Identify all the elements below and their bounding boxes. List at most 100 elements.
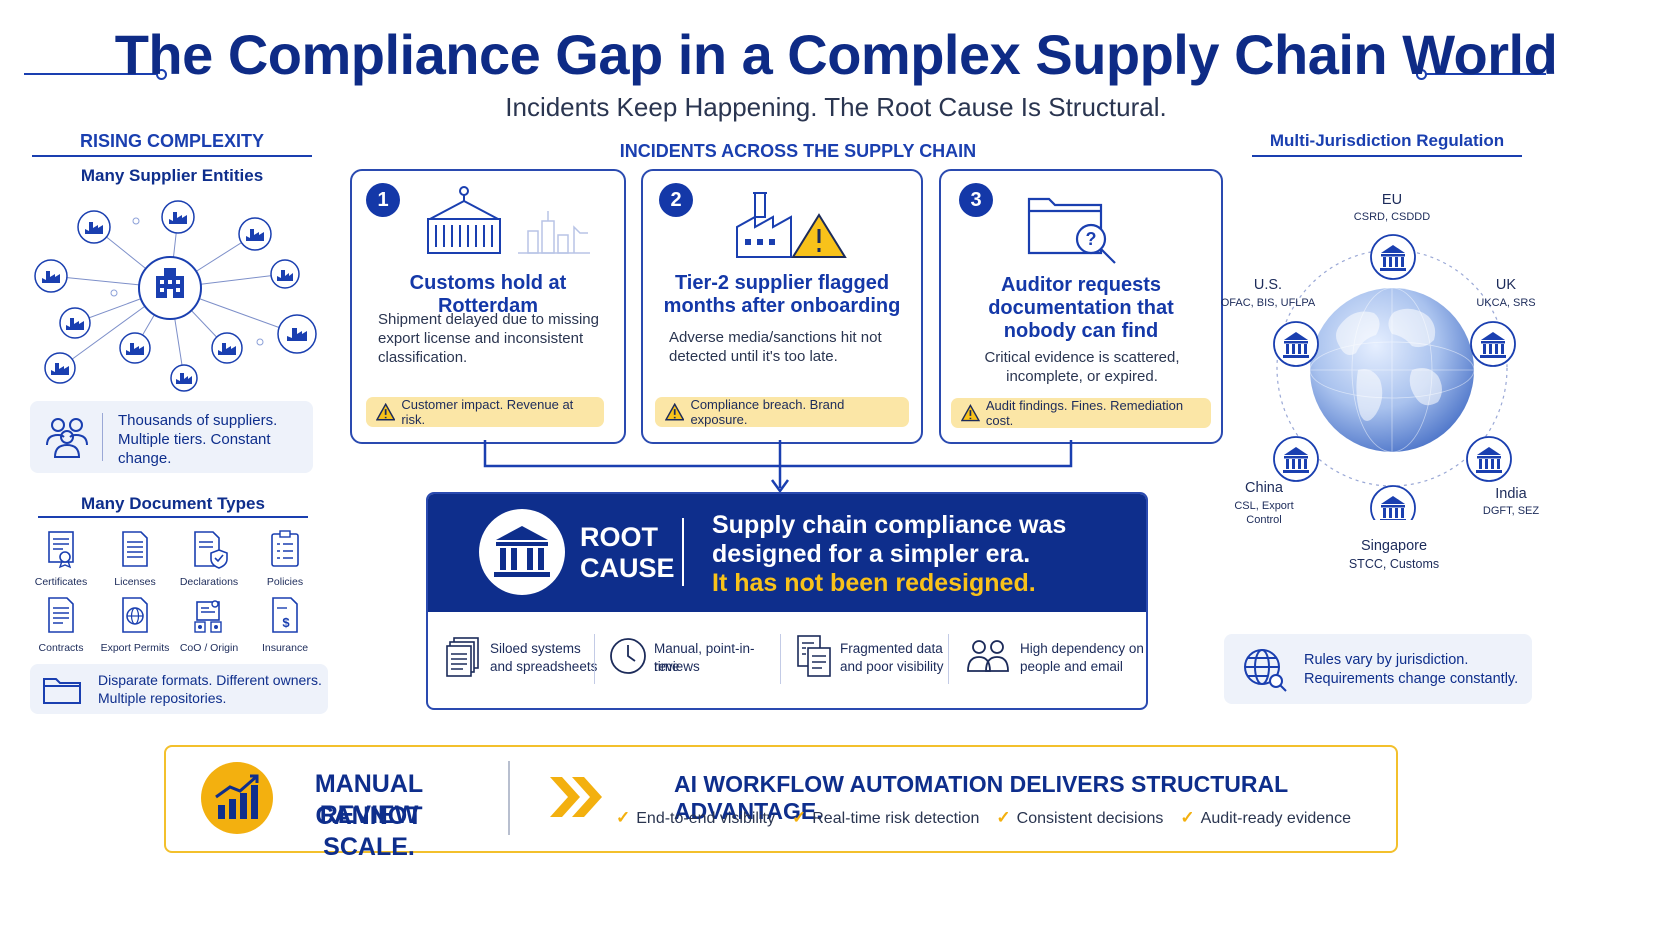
automation-headline: AI WORKFLOW AUTOMATION DELIVERS STRUCTUR… [674,771,1288,824]
benefit-item: ✓Real-time risk detection [791,808,980,827]
document-type-item: Contracts [16,594,106,656]
benefits-list: ✓End-to-end visibility ✓Real-time risk d… [616,808,1351,828]
root-factor-divider [594,634,595,684]
document-type-item: $ Insurance [240,594,330,656]
people-group-icon [46,418,88,458]
incidents-heading: INCIDENTS ACROSS THE SUPPLY CHAIN [619,141,977,161]
warning-icon [665,403,685,421]
document-type-item: Certificates [16,528,106,590]
jurisdiction-eu-regs: CSRD, CSDDD [1353,211,1431,223]
jurisdiction-globe-diagram [1273,234,1516,520]
rising-complexity-rule [32,155,312,157]
incident-text-1: Shipment delayed due to missing export l… [378,311,599,366]
document-type-item: Policies [240,528,330,590]
jurisdiction-us-regs: OFAC, BIS, UFLPA [1220,297,1316,309]
incident-text-2: Adverse media/sanctions hit not detected… [669,329,882,365]
benefit-item: ✓Consistent decisions [996,808,1164,827]
document-types-rule [38,516,308,518]
documents-note-text: Disparate formats. Different owners. Mul… [98,672,322,706]
document-type-label: Policies [266,576,304,588]
folder-search-icon: ? [1027,197,1116,264]
incident-number-1: 1 [366,183,400,217]
incident-impact-2: Compliance breach. Brand exposure. [655,397,909,427]
document-types-grid: Certificates Licenses Declarations Policies… [16,528,326,658]
jurisdiction-note-text: Rules vary by jurisdiction. Requirements… [1304,652,1519,687]
root-factor-4: High dependency on people and email [966,630,1144,686]
document-type-item: Declarations [164,528,254,590]
supplier-network-diagram [34,200,317,392]
warning-icon [376,403,396,421]
document-types-heading: Many Document Types [81,494,265,513]
check-icon: ✓ [791,808,807,827]
fragmented-data-icon [797,635,831,677]
root-factor-2-line2: reviews [654,659,700,674]
factory-warning-icon [736,192,847,258]
root-cause-statement-2: designed for a simpler era. [712,540,1031,568]
svg-text:?: ? [1086,229,1097,249]
incident-impact-text-1: Customer impact. Revenue at risk. [401,397,574,427]
double-chevron-icon [550,777,602,817]
warning-icon [961,404,980,422]
root-cause-label-1: ROOT [580,522,658,552]
jurisdiction-china-regs: CSL, Export Control [1234,500,1294,526]
document-type-label: Insurance [261,642,309,654]
document-type-label: Licenses [114,576,156,588]
incidents-to-root-connector [483,440,1073,494]
incident-impact-1: Customer impact. Revenue at risk. [366,397,604,427]
root-factor-4-line2: people and email [1020,659,1123,674]
jurisdiction-us-name: U.S. [1253,277,1283,293]
jurisdiction-singapore-regs: STCC, Customs [1348,557,1440,571]
document-type-item: CoO / Origin [164,594,254,656]
header-left-rule [24,73,160,75]
incident-card-2: 2 Tier-2 supplier flagged months after o… [641,169,923,444]
declaration-icon [194,531,228,569]
root-factor-4-line1: High dependency on [1020,641,1144,656]
incident-text-3: Critical evidence is scattered, incomple… [984,349,1180,385]
suppliers-note-text: Thousands of suppliers. Multiple tiers. … [118,412,278,467]
suppliers-note-divider [102,413,103,461]
root-factor-2: Manual, point-in-time reviews [608,630,778,686]
root-factor-1: Siloed systems and spreadsheets [442,630,598,686]
incident-card-3: 3 ? Auditor requests documentation that … [939,169,1223,444]
jurisdiction-note: Rules vary by jurisdiction. Requirements… [1224,634,1532,704]
header-left-rule-dot [156,69,167,80]
certificate-icon [48,531,74,569]
jurisdiction-uk-name: UK [1495,277,1517,293]
jurisdiction-india-name: India [1495,486,1527,502]
globe-search-icon [1244,649,1287,692]
jurisdiction-singapore-name: Singapore [1360,538,1428,554]
header-right-rule [1422,73,1546,75]
check-icon: ✓ [996,808,1011,827]
incident-title-3: Auditor requests documentation that nobo… [988,274,1174,342]
root-cause-header: ROOT CAUSE Supply chain compliance was d… [428,494,1146,612]
jurisdiction-heading: Multi-Jurisdiction Regulation [1269,131,1505,150]
root-cause-label-2: CAUSE [580,553,675,583]
root-factor-3-line2: and poor visibility [840,659,944,674]
jurisdiction-china-name: China [1245,480,1283,496]
document-type-label: Certificates [34,576,88,588]
root-cause-statement-1: Supply chain compliance was [712,511,1067,539]
check-icon: ✓ [616,808,631,827]
jurisdiction-uk-regs: UKCA, SRS [1476,297,1536,309]
document-type-label: Declarations [179,576,239,588]
people-icon [967,640,1009,672]
check-icon: ✓ [1180,808,1195,827]
root-cause-box: ROOT CAUSE Supply chain compliance was d… [426,492,1148,710]
benefit-item: ✓End-to-end visibility [616,808,775,827]
documents-note: Disparate formats. Different owners. Mul… [30,664,328,714]
root-factor-3: Fragmented data and poor visibility [796,630,956,686]
svg-text:$: $ [282,615,290,630]
incident-card-1: 1 Customs hold at Rotterdam Shipment del… [350,169,626,444]
incident-title-1: Customs hold at Rotterdam [409,272,567,317]
shipping-container-icon [427,186,590,254]
document-type-label: Export Permits [100,642,170,654]
supplier-entities-heading: Many Supplier Entities [80,166,264,185]
incident-impact-text-3: Audit findings. Fines. Remediation cost. [985,398,1184,428]
document-type-item: Export Permits [90,594,180,656]
incident-impact-text-2: Compliance breach. Brand exposure. [690,397,845,427]
incident-impact-3: Audit findings. Fines. Remediation cost. [951,398,1211,428]
folder-icon [43,678,81,704]
incident-title-2: Tier-2 supplier flagged months after onb… [663,272,901,317]
insurance-icon: $ [272,597,298,633]
root-factor-1-line2: and spreadsheets [490,659,598,674]
